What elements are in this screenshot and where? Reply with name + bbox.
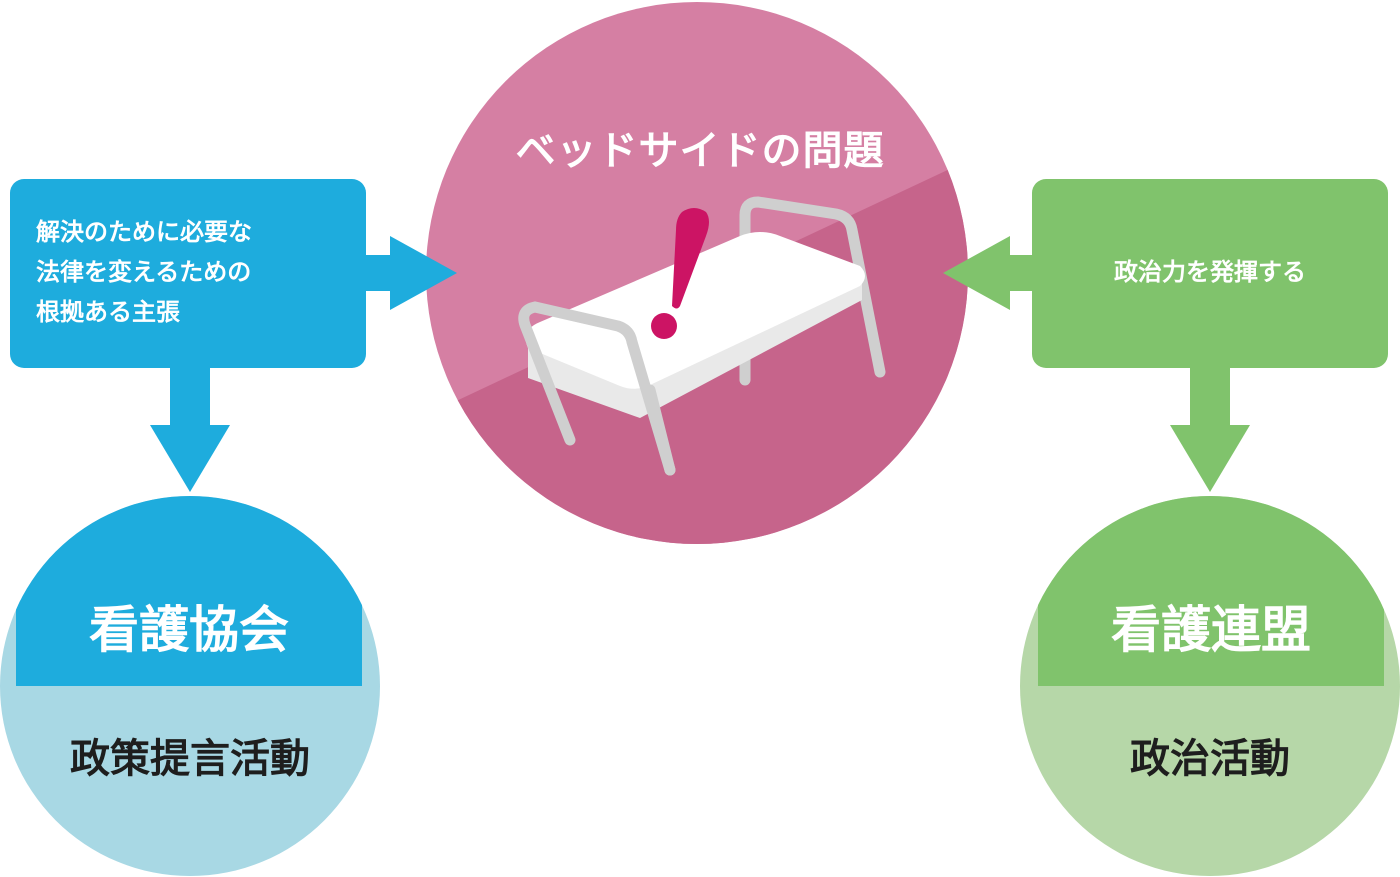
- left-activity: 政策提言活動: [70, 735, 310, 782]
- left-box-line-1: 解決のために必要な: [36, 218, 252, 246]
- left-box-text: 解決のために必要な 法律を変えるための 根拠ある主張: [36, 212, 356, 332]
- right-circle: [1020, 496, 1400, 876]
- exclamation-icon: [651, 208, 709, 339]
- bed-icon: [518, 196, 886, 476]
- left-box-line-3: 根拠ある主張: [36, 298, 180, 326]
- left-org-title: 看護協会: [89, 601, 289, 659]
- arrow-right-down: [1170, 368, 1250, 492]
- left-circle: [0, 496, 380, 876]
- arrow-right-to-center: [943, 236, 1034, 310]
- arrow-left-to-center: [366, 236, 457, 310]
- right-org-title: 看護連盟: [1111, 601, 1311, 659]
- right-activity: 政治活動: [1130, 735, 1290, 782]
- right-box-text: 政治力を発揮する: [1114, 258, 1306, 286]
- left-box: [10, 179, 366, 368]
- left-box-line-2: 法律を変えるための: [36, 258, 252, 286]
- arrow-left-down: [150, 368, 230, 492]
- right-box: [1032, 179, 1388, 368]
- center-title: ベッドサイドの問題: [515, 127, 885, 174]
